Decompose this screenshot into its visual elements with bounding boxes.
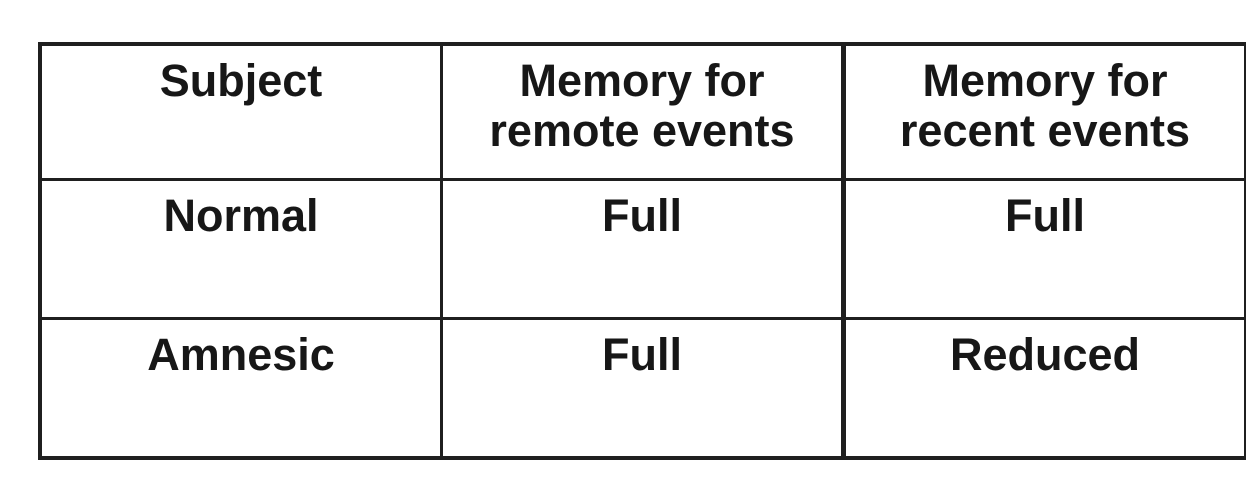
- cell-normal-recent: Full: [841, 178, 1246, 320]
- cell-normal-subject: Normal: [38, 178, 443, 320]
- cell-amnesic-recent: Reduced: [841, 317, 1246, 460]
- memory-table-container: Subject Memory for remote events Memory …: [38, 42, 1246, 460]
- header-memory-remote-events: Memory for remote events: [440, 42, 845, 181]
- memory-comparison-table: Subject Memory for remote events Memory …: [38, 42, 1246, 460]
- table-row-normal: Normal Full Full: [38, 178, 1246, 320]
- cell-amnesic-remote: Full: [440, 317, 845, 460]
- cell-normal-remote: Full: [440, 178, 845, 320]
- header-row: Subject Memory for remote events Memory …: [38, 42, 1246, 181]
- header-subject: Subject: [38, 42, 443, 181]
- header-memory-recent-events: Memory for recent events: [841, 42, 1246, 181]
- cell-amnesic-subject: Amnesic: [38, 317, 443, 460]
- table-row-amnesic: Amnesic Full Reduced: [38, 317, 1246, 460]
